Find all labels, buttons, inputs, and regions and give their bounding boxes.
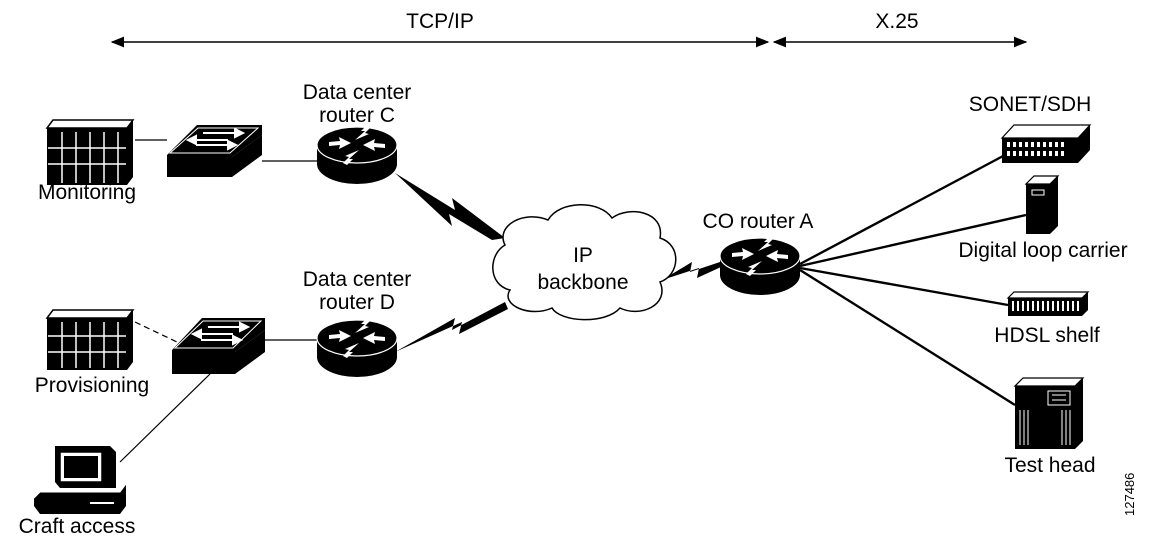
monitoring-server-icon	[45, 119, 135, 185]
figure-id: 127486	[1122, 473, 1137, 516]
router-c-label-line1: Data center	[303, 81, 412, 104]
sonet-sdh-label: SONET/SDH	[969, 93, 1092, 116]
test-head-label: Test head	[1004, 454, 1095, 477]
links	[119, 139, 1027, 463]
provisioning-server-icon	[45, 309, 135, 370]
x25-label: X.25	[875, 10, 918, 33]
sonet-sdh-icon	[1000, 124, 1092, 163]
router-a-icon	[719, 236, 801, 295]
backbone-line2: backbone	[537, 271, 628, 294]
monitoring-label: Monitoring	[38, 181, 136, 204]
hdsl-shelf-icon	[1006, 291, 1090, 316]
router-a-label: CO router A	[703, 210, 814, 233]
router-c-icon	[316, 125, 398, 184]
hdsl-shelf-label: HDSL shelf	[994, 324, 1100, 347]
ip-backbone-cloud: IP backbone	[492, 204, 677, 321]
backbone-line1: IP	[573, 244, 593, 267]
router-d-label-line2: router D	[319, 291, 395, 314]
tcpip-label: TCP/IP	[406, 10, 474, 33]
switch-c-icon	[167, 125, 262, 177]
test-head-icon	[1013, 377, 1085, 449]
wan-links	[395, 173, 721, 352]
provisioning-label: Provisioning	[35, 374, 149, 397]
switch-d-icon	[172, 318, 265, 374]
pc-icon	[33, 446, 127, 514]
router-d-label-line1: Data center	[303, 268, 412, 291]
router-d-icon	[316, 318, 398, 377]
digital-loop-carrier-label: Digital loop carrier	[958, 239, 1127, 262]
router-c-label-line2: router C	[319, 104, 395, 127]
digital-loop-carrier-icon	[1024, 175, 1060, 234]
craft-access-label: Craft access	[19, 515, 136, 538]
